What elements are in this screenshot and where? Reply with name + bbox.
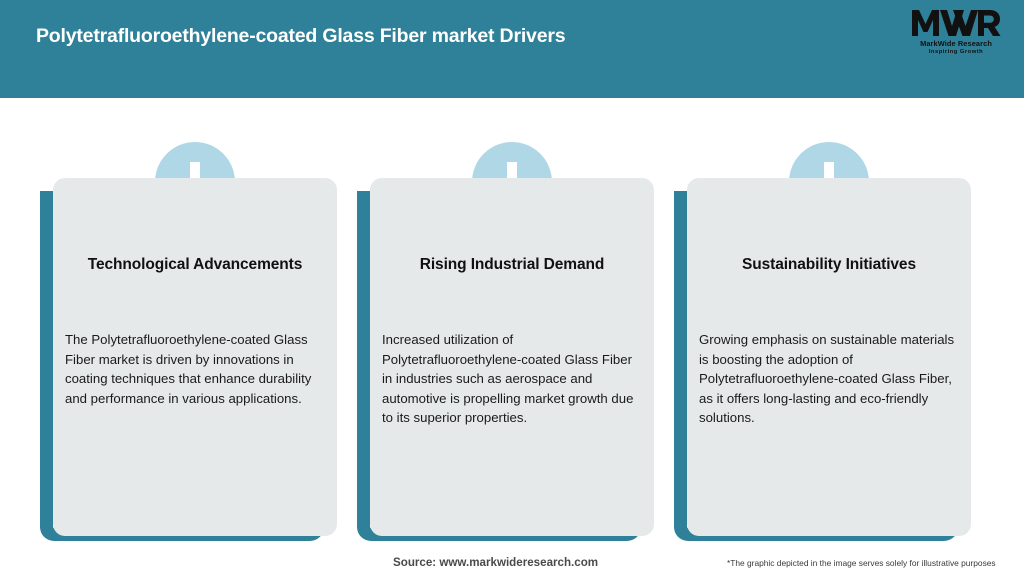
driver-card: Technological Advancements The Polytetra… (40, 142, 337, 542)
brand-logo: MarkWide Research Inspiring Growth (908, 8, 1004, 60)
logo-company-name: MarkWide Research (920, 39, 992, 48)
page-title: Polytetrafluoroethylene-coated Glass Fib… (36, 25, 566, 47)
driver-card: Sustainability Initiatives Growing empha… (674, 142, 971, 542)
disclaimer-label: *The graphic depicted in the image serve… (727, 558, 996, 568)
card-body-text: The Polytetrafluoroethylene-coated Glass… (65, 332, 312, 406)
driver-card: Rising Industrial Demand Increased utili… (357, 142, 654, 542)
card-title: Technological Advancements (87, 256, 303, 273)
card-panel: Rising Industrial Demand Increased utili… (370, 178, 654, 536)
card-body-text: Increased utilization of Polytetrafluoro… (382, 332, 634, 426)
header-bar (0, 0, 1024, 98)
card-body-text: Growing emphasis on sustainable material… (699, 332, 955, 426)
card-panel: Technological Advancements The Polytetra… (53, 178, 337, 536)
card-panel: Sustainability Initiatives Growing empha… (687, 178, 971, 536)
card-title: Rising Industrial Demand (419, 256, 605, 273)
source-label: Source: www.markwideresearch.com (393, 556, 599, 569)
card-title: Sustainability Initiatives (742, 256, 916, 273)
mwr-logo-icon (912, 10, 1001, 36)
logo-tagline: Inspiring Growth (928, 49, 984, 55)
